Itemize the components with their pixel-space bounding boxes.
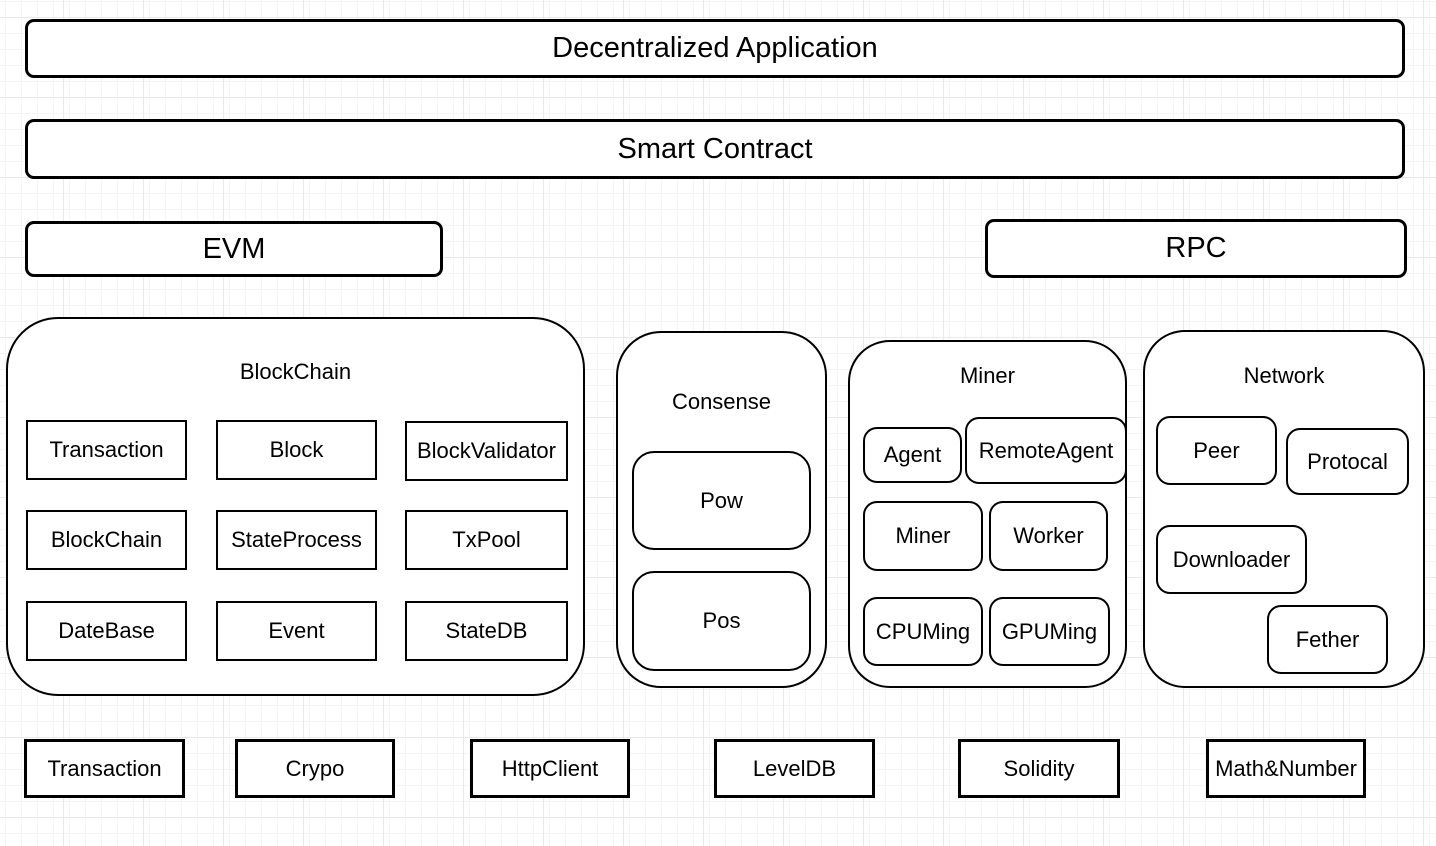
blockchain-cell-blockchain: BlockChain [26,510,187,570]
miner-cell-gpuming: GPUMing [989,597,1110,666]
consense-cell-pos: Pos [632,571,811,671]
lib-leveldb: LevelDB [714,739,875,798]
lib-httpclient: HttpClient [470,739,630,798]
consense-cell-pow: Pow [632,451,811,550]
lib-crypo: Crypo [235,739,395,798]
miner-cell-worker: Worker [989,501,1108,571]
blockchain-cell-transaction: Transaction [26,420,187,480]
group-network-title: Network [1243,363,1325,388]
node-evm: EVM [25,221,443,277]
node-smart-contract: Smart Contract [25,119,1405,179]
lib-mathnumber: Math&Number [1206,739,1366,798]
blockchain-cell-datebase: DateBase [26,601,187,661]
network-cell-protocal: Protocal [1286,428,1409,495]
node-rpc: RPC [985,219,1407,278]
node-decentralized-application: Decentralized Application [25,19,1405,78]
miner-cell-remoteagent: RemoteAgent [965,417,1127,484]
group-consense: Consense Pow Pos [616,331,827,688]
miner-cell-cpuming: CPUMing [863,597,983,666]
miner-cell-miner: Miner [863,501,983,571]
blockchain-cell-statedb: StateDB [405,601,568,661]
network-cell-peer: Peer [1156,416,1277,485]
network-cell-fether: Fether [1267,605,1388,674]
group-network: Network Peer Protocal Downloader Fether [1143,330,1425,688]
group-blockchain: BlockChain Transaction Block BlockValida… [6,317,585,696]
lib-transaction: Transaction [24,739,185,798]
blockchain-cell-stateprocess: StateProcess [216,510,377,570]
blockchain-cell-blockvalidator: BlockValidator [405,421,568,481]
network-cell-downloader: Downloader [1156,525,1307,594]
lib-solidity: Solidity [958,739,1120,798]
group-consense-title: Consense [671,389,772,414]
group-miner: Miner Agent RemoteAgent Miner Worker CPU… [848,340,1127,688]
miner-cell-agent: Agent [863,427,962,483]
blockchain-cell-txpool: TxPool [405,510,568,570]
group-blockchain-title: BlockChain [239,359,352,384]
group-miner-title: Miner [959,363,1015,388]
blockchain-cell-event: Event [216,601,377,661]
blockchain-cell-block: Block [216,420,377,480]
